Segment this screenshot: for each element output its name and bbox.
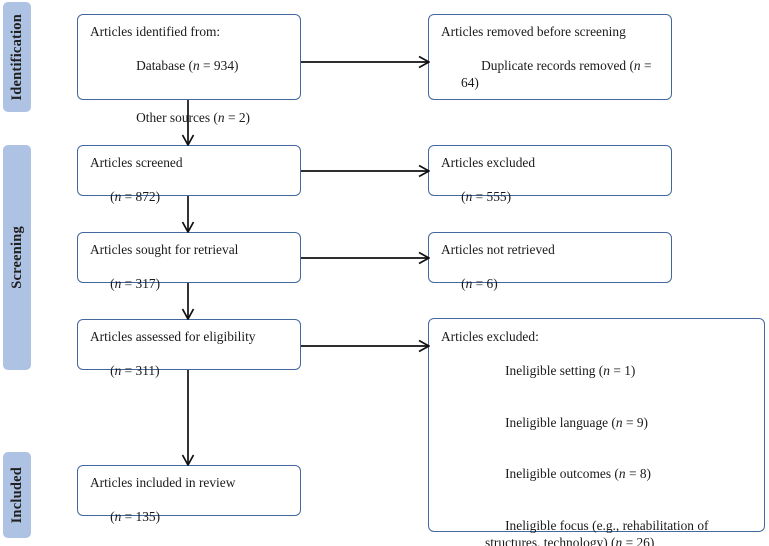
box-articles-not-retrieved: Articles not retrieved (n = 6) <box>428 232 672 291</box>
arrow-screened-to-sought <box>180 196 196 233</box>
stage-label-screening: Screening <box>8 226 25 289</box>
sought-line-count: (n = 317) <box>90 258 290 309</box>
assessed-line-1: Articles assessed for eligibility <box>90 329 256 344</box>
stage-bar-identification: Identification <box>3 2 31 112</box>
included-count-pre: ( <box>110 509 115 525</box>
included-line-count: (n = 135) <box>90 491 290 542</box>
reason-outcomes-pre: Ineligible outcomes ( <box>505 466 619 482</box>
box-articles-identified: Articles identified from: Database (n = … <box>77 14 301 125</box>
arrow-assessed-to-excluded-detail <box>301 338 430 354</box>
identified-other-n: n <box>217 109 225 125</box>
reason-setting-pre: Ineligible setting ( <box>505 363 604 379</box>
exclusion-reason-outcomes: Ineligible outcomes (n = 8) <box>441 448 756 499</box>
identified-db-n: n <box>192 58 200 74</box>
exclusion-reason-focus: Ineligible focus (e.g., rehabilitation o… <box>441 500 756 546</box>
assessed-count-pre: ( <box>110 363 115 379</box>
arrow-screened-to-excluded <box>301 163 430 179</box>
exclusion-reason-setting: Ineligible setting (n = 1) <box>441 345 756 396</box>
sought-count-post: = 317) <box>121 276 161 292</box>
not-retrieved-line-1: Articles not retrieved <box>441 242 555 257</box>
included-count-n: n <box>114 509 122 525</box>
excluded-screen-line-1: Articles excluded <box>441 155 536 170</box>
screened-count-pre: ( <box>110 189 115 205</box>
included-count-post: = 135) <box>121 509 161 525</box>
stage-bar-screening: Screening <box>3 145 31 370</box>
excluded-screen-count-post: = 555) <box>472 189 512 205</box>
reason-focus-pre: Ineligible focus (e.g., rehabilitation o… <box>485 517 712 546</box>
screened-line-count: (n = 872) <box>90 171 290 222</box>
reason-language-pre: Ineligible language ( <box>505 414 616 430</box>
removed-dup-n: n <box>633 58 641 74</box>
box-articles-assessed-for-eligibility: Articles assessed for eligibility (n = 3… <box>77 319 301 378</box>
box-articles-included-in-review: Articles included in review (n = 135) <box>77 465 301 524</box>
identified-db-post: = 934) <box>199 58 239 74</box>
identified-line-database: Database (n = 934) <box>90 40 290 91</box>
not-retrieved-count-n: n <box>465 276 473 292</box>
stage-bar-included: Included <box>3 452 31 538</box>
identified-db-pre: Database ( <box>136 58 193 74</box>
box-articles-removed-before-screening: Articles removed before screening Duplic… <box>428 14 672 100</box>
assessed-count-post: = 311) <box>121 363 160 379</box>
stage-label-included: Included <box>8 466 25 524</box>
assessed-count-n: n <box>114 363 122 379</box>
excluded-screen-line-count: (n = 555) <box>441 171 661 222</box>
excluded-screen-count-pre: ( <box>461 189 466 205</box>
stage-label-identification: Identification <box>8 13 25 101</box>
reason-focus-n: n <box>615 534 623 546</box>
identified-line-other-sources: Other sources (n = 2) <box>90 92 290 143</box>
not-retrieved-count-post: = 6) <box>472 276 498 292</box>
arrow-assessed-to-included <box>180 370 196 466</box>
reason-outcomes-post: = 8) <box>625 466 651 482</box>
reason-setting-post: = 1) <box>609 363 636 379</box>
box-articles-sought-for-retrieval: Articles sought for retrieval (n = 317) <box>77 232 301 291</box>
box-articles-excluded-detailed: Articles excluded: Ineligible setting (n… <box>428 318 765 546</box>
assessed-line-count: (n = 311) <box>90 345 290 396</box>
not-retrieved-line-count: (n = 6) <box>441 258 661 309</box>
reason-language-n: n <box>615 414 623 430</box>
identified-line-1: Articles identified from: <box>90 24 221 39</box>
removed-line-duplicates: Duplicate records removed (n = 64) <box>441 40 661 109</box>
screened-count-post: = 872) <box>121 189 161 205</box>
arrow-sought-to-not-retrieved <box>301 250 430 266</box>
removed-line-1: Articles removed before screening <box>441 24 626 39</box>
box-articles-excluded: Articles excluded (n = 555) <box>428 145 672 204</box>
reason-focus-post: = 26) <box>622 534 655 546</box>
box-articles-screened: Articles screened (n = 872) <box>77 145 301 204</box>
reason-language-post: = 9) <box>622 414 649 430</box>
identified-other-pre: Other sources ( <box>136 109 218 125</box>
arrow-identified-to-removed <box>301 54 430 70</box>
included-line-1: Articles included in review <box>90 475 236 490</box>
not-retrieved-count-pre: ( <box>461 276 466 292</box>
sought-count-n: n <box>114 276 122 292</box>
excluded-detail-heading: Articles excluded: <box>441 329 539 344</box>
screened-line-1: Articles screened <box>90 155 183 170</box>
arrow-sought-to-assessed <box>180 283 196 320</box>
screened-count-n: n <box>114 189 122 205</box>
sought-line-1: Articles sought for retrieval <box>90 242 239 257</box>
reason-outcomes-n: n <box>618 466 626 482</box>
sought-count-pre: ( <box>110 276 115 292</box>
exclusion-reason-language: Ineligible language (n = 9) <box>441 397 756 448</box>
removed-dup-post: = 64) <box>461 58 655 91</box>
excluded-screen-count-n: n <box>465 189 473 205</box>
arrow-identified-to-screened <box>180 100 196 146</box>
removed-dup-pre: Duplicate records removed ( <box>481 58 634 74</box>
reason-setting-n: n <box>603 363 610 379</box>
identified-other-post: = 2) <box>224 109 251 125</box>
